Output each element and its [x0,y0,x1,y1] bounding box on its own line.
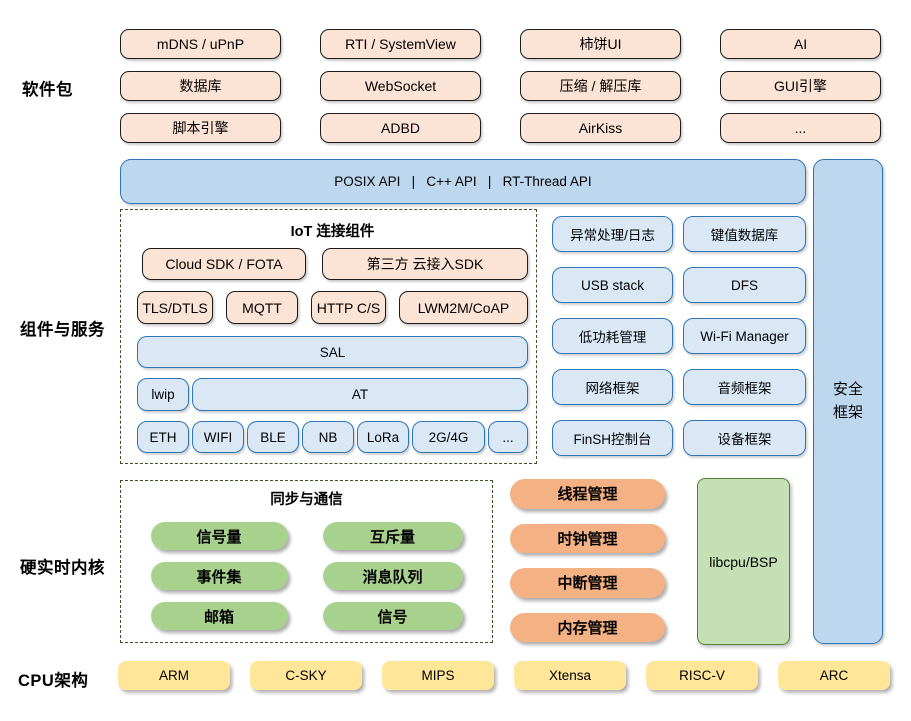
kernel-mgmt-pill: 内存管理 [510,612,665,642]
cpu-arch-box: C-SKY [250,661,362,690]
section-label-cpu-arch: CPU架构 [18,672,89,690]
iot-stack-row: lwip AT [137,378,528,411]
service-box: FinSH控制台 [552,420,673,456]
package-box: 数据库 [120,71,281,101]
iot-protocol-box: MQTT [226,291,298,324]
package-box: ... [720,113,881,143]
services-grid: 异常处理/日志 键值数据库 USB stack DFS 低功耗管理 Wi-Fi … [552,216,806,456]
service-box: 异常处理/日志 [552,216,673,252]
package-box: 柿饼UI [520,29,681,59]
sync-pill: 邮箱 [150,602,288,630]
package-box: ADBD [320,113,481,143]
sync-communication-box: 同步与通信 信号量 互斥量 事件集 消息队列 邮箱 信号 [120,480,493,643]
sync-box-title: 同步与通信 [270,492,343,508]
sync-grid: 信号量 互斥量 事件集 消息队列 邮箱 信号 [150,522,463,630]
service-box: DFS [683,267,806,303]
section-label-software-packages: 软件包 [22,81,73,99]
iot-stack-box: AT [192,378,528,411]
iot-sdk-box: Cloud SDK / FOTA [142,248,306,280]
iot-link-box: LoRa [357,421,409,453]
sal-box: SAL [137,336,528,368]
software-packages-grid: mDNS / uPnP RTI / SystemView 柿饼UI AI 数据库… [120,29,882,143]
sync-pill: 信号量 [150,522,288,550]
iot-connectivity-box: IoT 连接组件 Cloud SDK / FOTA 第三方 云接入SDK TLS… [120,209,537,464]
package-box: WebSocket [320,71,481,101]
iot-link-box: ETH [137,421,189,453]
package-box: GUI引擎 [720,71,881,101]
iot-link-box: BLE [247,421,299,453]
security-framework-box: 安全框架 [813,159,883,644]
service-box: 设备框架 [683,420,806,456]
cpu-arch-box: Xtensa [514,661,626,690]
cpu-arch-box: MIPS [382,661,494,690]
kernel-management-column: 线程管理 时钟管理 中断管理 内存管理 [510,479,665,642]
sync-pill: 消息队列 [322,562,463,590]
package-box: RTI / SystemView [320,29,481,59]
sync-pill: 互斥量 [322,522,463,550]
iot-protocol-box: TLS/DTLS [137,291,213,324]
kernel-mgmt-pill: 线程管理 [510,479,665,509]
package-box: AirKiss [520,113,681,143]
iot-link-box: NB [302,421,354,453]
iot-protocol-row: TLS/DTLS MQTT HTTP C/S LWM2M/CoAP [137,291,528,324]
service-box: 音频框架 [683,369,806,405]
cpu-arch-box: RISC-V [646,661,758,690]
package-box: 脚本引擎 [120,113,281,143]
service-box: 键值数据库 [683,216,806,252]
package-box: mDNS / uPnP [120,29,281,59]
iot-protocol-box: LWM2M/CoAP [399,291,528,324]
package-box: 压缩 / 解压库 [520,71,681,101]
iot-link-box: WIFI [192,421,244,453]
api-bar: POSIX API | C++ API | RT-Thread API [120,159,806,204]
iot-sdk-box: 第三方 云接入SDK [322,248,528,280]
iot-link-box: 2G/4G [412,421,485,453]
iot-sdk-row: Cloud SDK / FOTA 第三方 云接入SDK [142,248,528,280]
cpu-arch-box: ARC [778,661,890,690]
cpu-arch-row: ARM C-SKY MIPS Xtensa RISC-V ARC [118,661,890,690]
section-label-hard-realtime-kernel: 硬实时内核 [20,559,105,577]
iot-box-title: IoT 连接组件 [290,224,375,240]
service-box: 网络框架 [552,369,673,405]
service-box: 低功耗管理 [552,318,673,354]
cpu-arch-box: ARM [118,661,230,690]
iot-link-box: ... [488,421,528,453]
sync-pill: 事件集 [150,562,288,590]
iot-link-row: ETH WIFI BLE NB LoRa 2G/4G ... [137,421,528,453]
package-box: AI [720,29,881,59]
sync-pill: 信号 [322,602,463,630]
libcpu-bsp-box: libcpu/BSP [697,478,790,645]
service-box: USB stack [552,267,673,303]
iot-stack-box: lwip [137,378,189,411]
iot-protocol-box: HTTP C/S [311,291,386,324]
kernel-mgmt-pill: 中断管理 [510,568,665,598]
section-label-components-services: 组件与服务 [20,321,105,339]
service-box: Wi-Fi Manager [683,318,806,354]
kernel-mgmt-pill: 时钟管理 [510,523,665,553]
security-framework-label: 安全框架 [832,381,863,421]
